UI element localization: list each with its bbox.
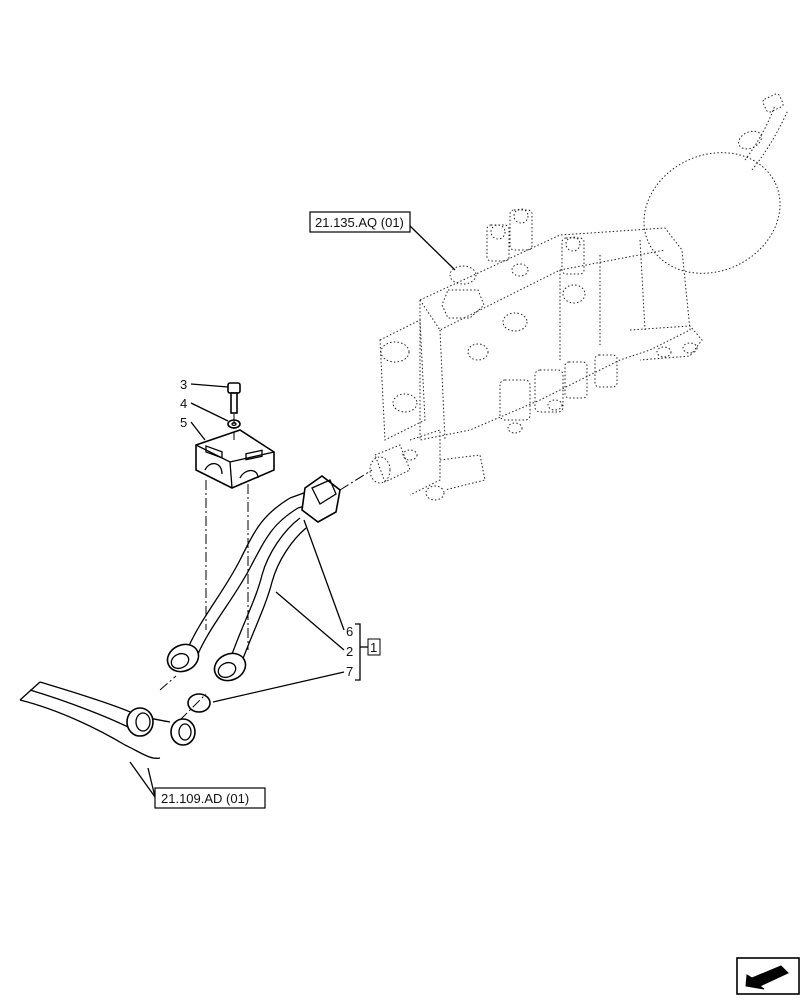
hose-fitting-left [126,707,154,737]
hose-fitting-right [170,718,196,746]
kit-box-label: 1 [370,640,377,655]
reference-control-valve[interactable]: 21.135.AQ (01) [309,211,411,233]
reference-hoses[interactable]: 21.109.AD (01) [154,787,266,809]
hose-assembly [19,681,196,759]
callout-pipe-a: 6 [346,624,353,639]
o-ring [187,693,211,713]
pipe-nut-left [166,643,200,673]
arrow-left-down-icon[interactable] [736,957,800,995]
pipe-assembly [166,475,341,713]
pipe-nut-upper [301,475,341,523]
assembly-guide-lines [159,414,373,721]
kit-box [367,638,381,656]
control-valve-assembly [369,93,789,501]
kit-bracket: 1 [355,623,381,681]
callout-washer: 4 [180,396,187,411]
reference-hoses-label: 21.109.AD (01) [161,791,249,806]
callout-bolt: 3 [180,377,187,392]
clamp [195,429,275,489]
callout-clamp: 5 [180,415,187,430]
callout-o-ring: 7 [346,664,353,679]
bolt [227,382,241,414]
pipe-nut-right [213,652,247,682]
callout-pipe-b: 2 [346,644,353,659]
reference-control-valve-label: 21.135.AQ (01) [315,215,404,230]
leader-lines [129,223,456,798]
